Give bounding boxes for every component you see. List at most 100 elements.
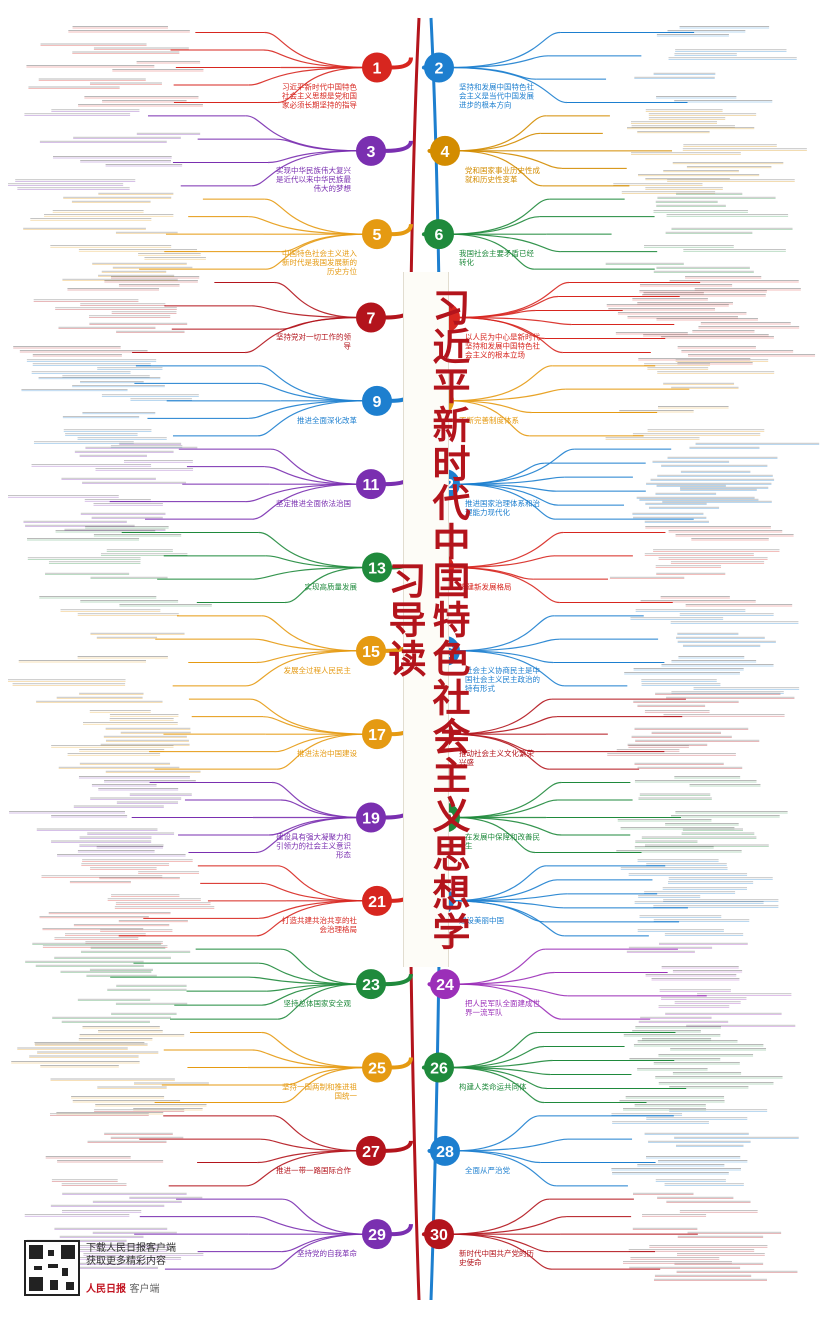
sub-branch [448, 365, 553, 402]
topic-label: 坚持总体国家安全观 [284, 998, 352, 1008]
topic-label: 打造共建共治共享的社会治理格局 [282, 915, 357, 934]
sub-branch [265, 233, 368, 270]
download-line: 获取更多精彩内容 [86, 1256, 166, 1267]
topic-label-line: 引领力的社会主义意识 [276, 841, 351, 851]
topic-label-line: 全面从严治党 [465, 1165, 510, 1175]
topic-16[interactable]: 16社会主义协商民主是中国社会主义民主政治的特有形式 [427, 609, 800, 694]
sub-branch [448, 733, 550, 770]
topic-label-line: 历史方位 [327, 266, 357, 276]
topic-number-circle [362, 52, 392, 83]
topic-label: 坚持党对一切工作的领导 [276, 332, 352, 351]
topic-29[interactable]: 29 坚持党的自我革命 [24, 1192, 413, 1270]
sub-branch [448, 865, 547, 902]
topic-label: 坚持党的自我革命 [297, 1248, 357, 1258]
sub-branch [454, 816, 536, 854]
sub-branch [263, 716, 368, 735]
sub-branch [282, 1066, 368, 1104]
topic-9[interactable]: 9 推进全面深化改革 [21, 359, 413, 448]
topic-7[interactable]: 7 坚持党对一切工作的领导 [13, 276, 413, 357]
topic-number: 29 [368, 1227, 386, 1244]
sub-branch [448, 233, 561, 253]
sub-branch [272, 1115, 362, 1152]
topic-number: 9 [373, 394, 382, 411]
topic-21[interactable]: 21 打造共建共治共享的社会治理格局 [39, 859, 413, 948]
topic-label-line: 我国社会主要矛盾已经 [459, 248, 534, 258]
topic-label: 推进全面深化改革 [297, 415, 357, 425]
sub-branch [275, 138, 362, 152]
topic-18[interactable]: 18推动社会主义文化繁荣兴盛 [421, 692, 795, 770]
topic-label-line: 界一流军队 [465, 1007, 503, 1017]
topic-label: 发展全过程人民民主 [284, 665, 352, 675]
topic-number: 21 [368, 894, 386, 911]
sub-branch [454, 448, 575, 485]
topic-14[interactable]: 14构建新发展格局 [421, 526, 794, 607]
sub-branch [448, 233, 535, 270]
download-text: 下载人民日报客户端 获取更多精彩内容 [86, 1242, 176, 1268]
topic-13[interactable]: 13 实现高质量发展 [27, 526, 413, 607]
topic-label: 推进法治中国建设 [297, 748, 357, 758]
sub-branch [261, 983, 362, 1006]
topic-label-line: 会主义的根本立场 [465, 350, 525, 360]
sub-branch [274, 281, 362, 319]
topic-number-circle [356, 969, 386, 1000]
sub-branch [448, 66, 537, 80]
topic-label: 中国特色社会主义进入新时代是我国发展新的历史方位 [282, 248, 357, 276]
topic-10[interactable]: 10不断完善制度体系 [421, 359, 775, 440]
topic-number: 7 [367, 311, 376, 328]
sub-branch [263, 49, 368, 69]
topic-label: 建设具有强大凝聚力和引领力的社会主义意识形态 [276, 832, 351, 860]
topic-label: 推进国家治理体系和治理能力现代化 [465, 498, 540, 517]
brand-name: 人民日报 [86, 1284, 126, 1295]
sub-branch [454, 615, 555, 652]
topic-label-line: 实现高质量发展 [305, 582, 358, 592]
sub-branch [252, 566, 368, 580]
sub-branch [257, 1150, 362, 1164]
topic-label: 推动社会主义文化繁荣兴盛 [459, 748, 534, 767]
topic-label-line: 社会主义协商民主是中 [465, 665, 540, 675]
sub-branch [270, 448, 362, 485]
sub-branch [256, 900, 368, 937]
topic-number: 25 [368, 1061, 386, 1078]
sub-branch [454, 1150, 541, 1164]
sub-branch [448, 566, 560, 604]
topic-label-line: 实现中华民族伟大复兴 [276, 165, 351, 175]
sub-branch [282, 1198, 368, 1235]
sub-branch [280, 799, 362, 819]
sub-branch [256, 650, 362, 664]
topic-number: 13 [368, 561, 386, 578]
topic-20[interactable]: 20在发展中保障和改善民生 [427, 776, 788, 854]
qr-code-icon[interactable] [24, 1240, 80, 1296]
topic-label: 在发展中保障和改善民生 [465, 832, 540, 851]
topic-22[interactable]: 22建设美丽中国 [421, 859, 779, 937]
sub-branch [454, 971, 555, 985]
topic-label-line: 打造共建共治共享的社 [282, 915, 357, 925]
topic-8[interactable]: 8以人民为中心是新时代坚持和发展中国特色社会主义的根本立场 [427, 276, 816, 365]
topic-label-line: 理能力现代化 [465, 507, 510, 517]
topic-12[interactable]: 12推进国家治理体系和治理能力现代化 [427, 442, 820, 523]
topic-number-circle [424, 52, 454, 83]
topic-label-line: 坚持和发展中国特色社 [459, 82, 534, 92]
topic-label-line: 推进一带一路国际合作 [276, 1165, 351, 1175]
sub-branch [454, 983, 562, 1020]
topic-label-line: 会治理格局 [320, 924, 358, 934]
sub-branch [246, 650, 362, 687]
topic-number-circle [362, 1052, 392, 1083]
